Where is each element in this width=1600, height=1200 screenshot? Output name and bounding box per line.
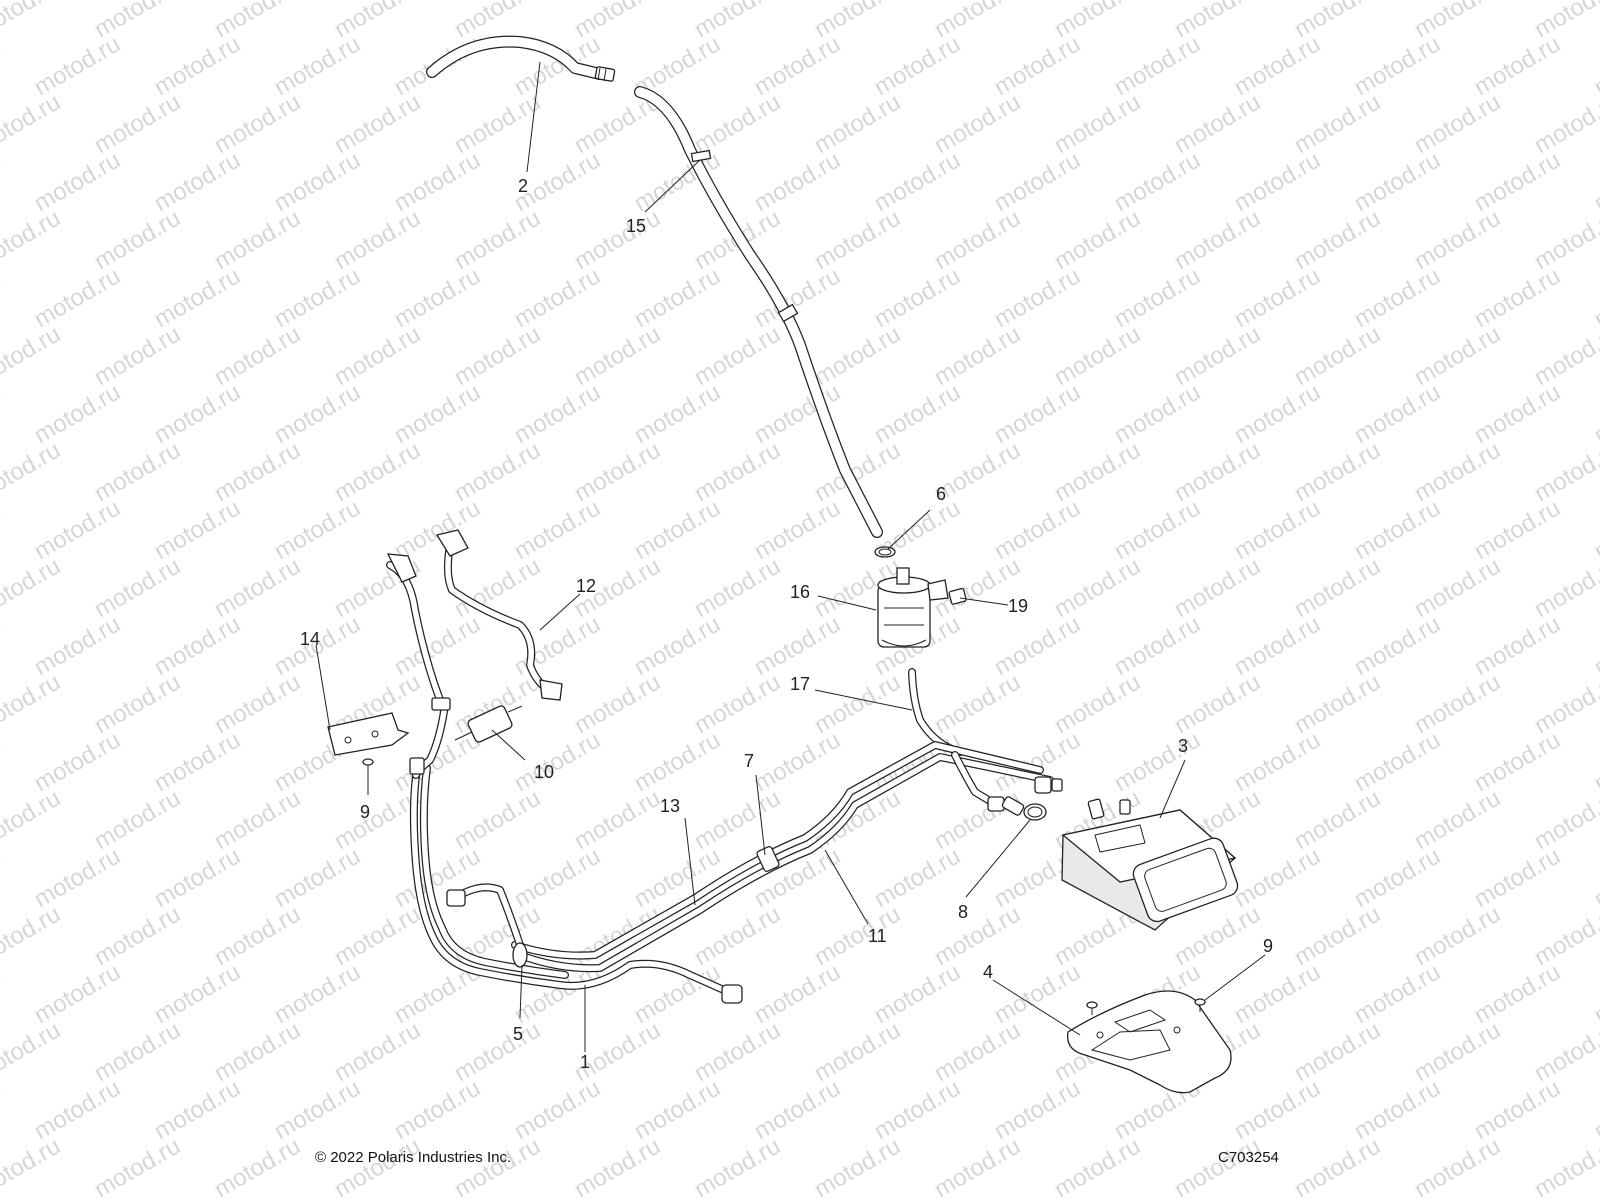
tube-sleeve-11 <box>1001 796 1025 816</box>
callout-9-left: 9 <box>360 802 370 822</box>
rollover-valve-16 <box>877 567 949 648</box>
callout-12: 12 <box>576 576 596 596</box>
callout-17: 17 <box>790 674 810 694</box>
callout-9-right: 9 <box>1263 936 1273 956</box>
fuel-line-end-fitting <box>721 984 743 1004</box>
callout-14: 14 <box>300 629 320 649</box>
screw-9-left <box>362 758 374 774</box>
hose-clip-upper <box>690 149 712 163</box>
diagram-id-text: C703254 <box>1218 1149 1279 1166</box>
fuel-line-top-fitting <box>386 553 417 583</box>
screw-4 <box>1086 1001 1098 1015</box>
callout-8: 8 <box>958 902 968 922</box>
callout-2: 2 <box>518 176 528 196</box>
fuel-line-1 <box>386 553 743 1004</box>
bracket-4 <box>1066 990 1232 1094</box>
inline-valve-10 <box>454 705 523 743</box>
clamp-8 <box>1023 803 1047 821</box>
evap-canister-3 <box>1061 798 1239 931</box>
screw-9-right <box>1194 998 1206 1012</box>
callout-3: 3 <box>1178 736 1188 756</box>
callout-4: 4 <box>983 962 993 982</box>
bracket-14 <box>327 712 410 756</box>
tube-end-fitting-11 <box>987 796 1005 812</box>
hose-clip-lower <box>777 303 799 323</box>
callout-13: 13 <box>660 796 680 816</box>
nut-19 <box>948 587 967 605</box>
vent-hose-15 <box>634 86 883 538</box>
callout-15: 15 <box>626 216 646 236</box>
copyright-text: © 2022 Polaris Industries Inc. <box>315 1149 511 1166</box>
callout-6: 6 <box>936 484 946 504</box>
hose-12-top-fitting <box>435 529 469 557</box>
clamp-6 <box>874 546 896 558</box>
callout-19: 19 <box>1008 596 1028 616</box>
tube-bundle-11-13 <box>511 741 1063 973</box>
callout-10: 10 <box>534 762 554 782</box>
callout-7: 7 <box>744 751 754 771</box>
fuel-line-clip <box>431 697 451 711</box>
callout-16: 16 <box>790 582 810 602</box>
hose-12 <box>435 529 563 701</box>
hose-12-bottom-fitting <box>539 679 563 701</box>
quick-connector-13 <box>1034 776 1052 794</box>
tube-clip-7 <box>756 845 780 873</box>
callout-5: 5 <box>513 1024 523 1044</box>
callout-1: 1 <box>580 1052 590 1072</box>
vent-hose-2 <box>426 35 616 82</box>
callout-labels: 2 15 6 16 19 17 3 7 8 11 13 12 10 14 9 5… <box>300 176 1273 1072</box>
leader-lines <box>315 61 1266 1052</box>
line-clip-5 <box>512 942 528 968</box>
fuel-line-connector <box>446 889 466 907</box>
callout-11: 11 <box>868 926 887 946</box>
